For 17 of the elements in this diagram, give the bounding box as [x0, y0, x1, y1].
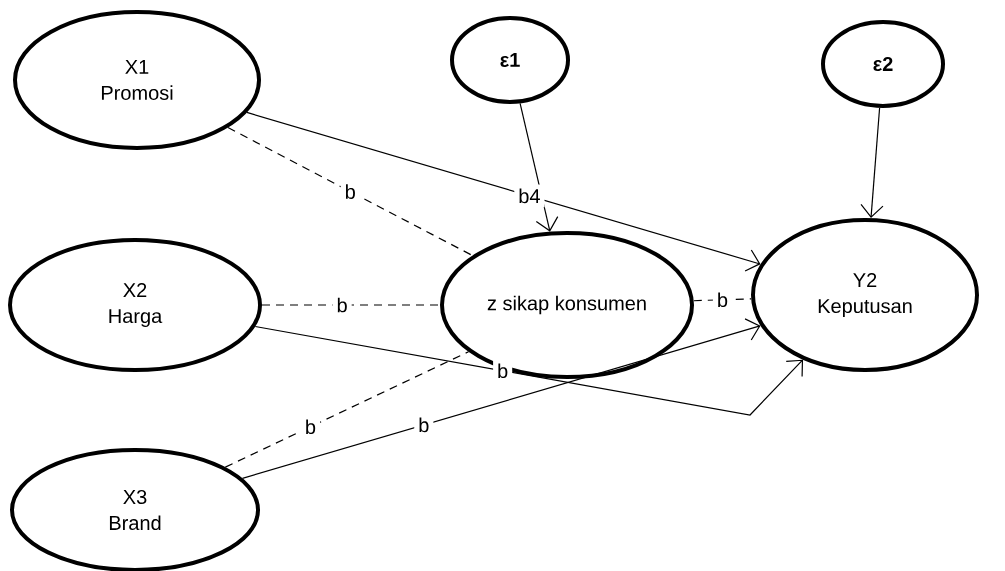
ellipse-node: ε2 [821, 20, 945, 108]
ellipse-node: ε1 [450, 16, 570, 104]
arrow [254, 325, 804, 416]
ellipse-node: X1 Promosi [13, 10, 261, 150]
arrow [246, 111, 761, 272]
arrow [241, 318, 761, 479]
edge-label: b [493, 359, 513, 383]
ellipse-node: X2 Harga [8, 238, 262, 372]
edge-label: b [340, 180, 360, 203]
ellipse-node: Y2 Keputusan [751, 218, 979, 372]
edge-label: b [332, 293, 352, 317]
edge-label: b4 [514, 184, 545, 208]
arrow [860, 107, 884, 219]
edge-label: b [712, 288, 733, 312]
arrow [519, 102, 559, 232]
edge-label: b [414, 413, 434, 437]
edge-label: b [300, 415, 320, 439]
